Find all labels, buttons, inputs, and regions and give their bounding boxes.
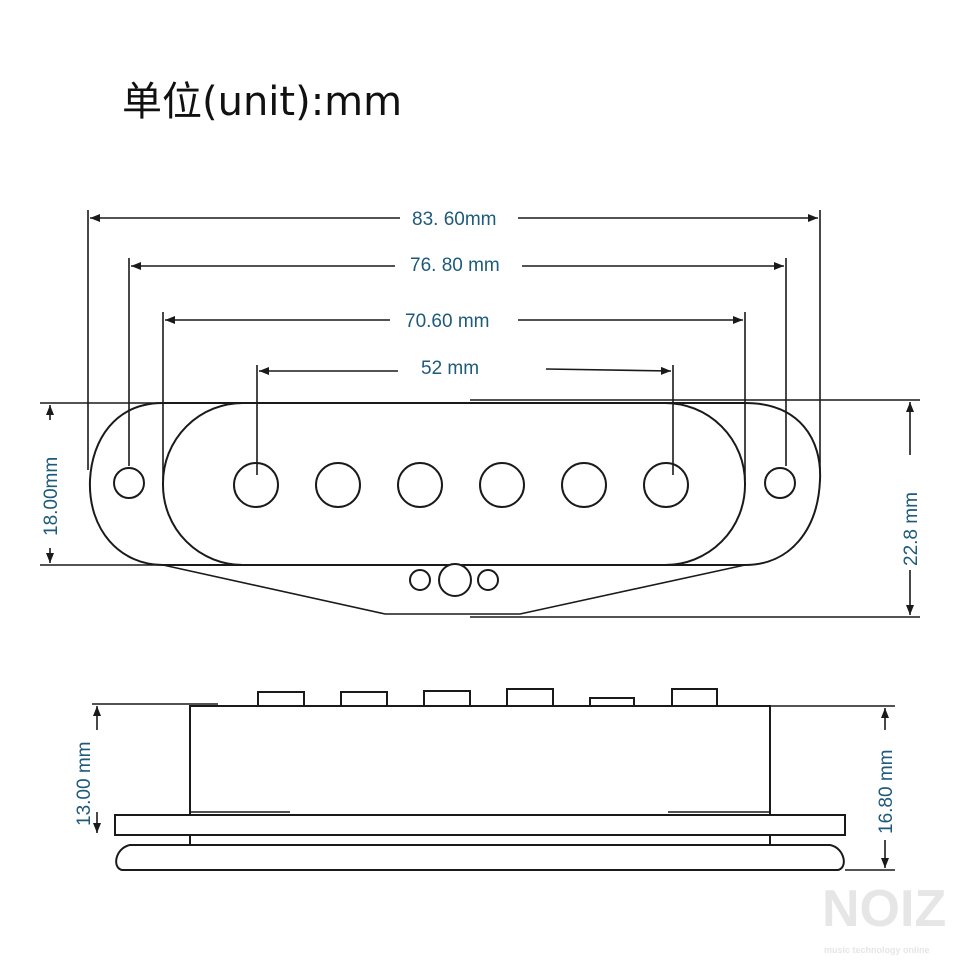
side-view: 13.00 mm 16.80 mm bbox=[74, 688, 897, 871]
dimension-lines bbox=[46, 214, 914, 615]
noiz-watermark: NOIZ music technology online bbox=[822, 880, 946, 955]
mount-hole-left bbox=[113, 467, 145, 499]
pole-top bbox=[589, 697, 635, 707]
dim-overall-height: 16.80 mm bbox=[876, 750, 897, 834]
pole-top bbox=[257, 691, 305, 707]
dim-mount-hole-spacing: 76. 80 mm bbox=[410, 255, 500, 276]
bottom-plate bbox=[115, 844, 845, 871]
lead-tab bbox=[162, 564, 746, 615]
pole-pieces bbox=[233, 462, 689, 508]
pole-top bbox=[671, 688, 718, 707]
side-extension-lines bbox=[92, 703, 895, 871]
pole-piece bbox=[643, 462, 689, 508]
pole-top bbox=[506, 688, 554, 707]
pole-piece bbox=[233, 462, 279, 508]
pole-piece bbox=[561, 462, 607, 508]
unit-title: 单位(unit):mm bbox=[122, 79, 402, 125]
pole-top bbox=[423, 690, 471, 707]
mount-hole-right bbox=[764, 467, 796, 499]
pole-piece bbox=[315, 462, 361, 508]
pole-piece bbox=[479, 462, 525, 508]
flange bbox=[114, 814, 846, 836]
dim-pole-spacing: 52 mm bbox=[421, 358, 479, 379]
watermark-logo: NOIZ bbox=[822, 880, 946, 938]
watermark-tagline: music technology online bbox=[824, 945, 930, 955]
dim-overall-width: 22.8 mm bbox=[901, 492, 922, 566]
solder-hole bbox=[409, 569, 431, 591]
solder-hole bbox=[477, 569, 499, 591]
dim-body-height: 13.00 mm bbox=[74, 742, 95, 826]
dim-cover-length: 70.60 mm bbox=[405, 311, 489, 332]
dim-overall-length: 83. 60mm bbox=[412, 209, 496, 230]
dim-cover-width: 18.00mm bbox=[41, 457, 62, 536]
solder-hole bbox=[438, 563, 472, 597]
pole-top bbox=[340, 691, 388, 707]
extension-lines bbox=[40, 210, 920, 618]
spacer bbox=[189, 834, 771, 846]
top-view: 83. 60mm 76. 80 mm 70.60 mm 52 mm 18.00m… bbox=[40, 209, 922, 618]
pole-piece bbox=[397, 462, 443, 508]
cover-body bbox=[189, 705, 771, 816]
